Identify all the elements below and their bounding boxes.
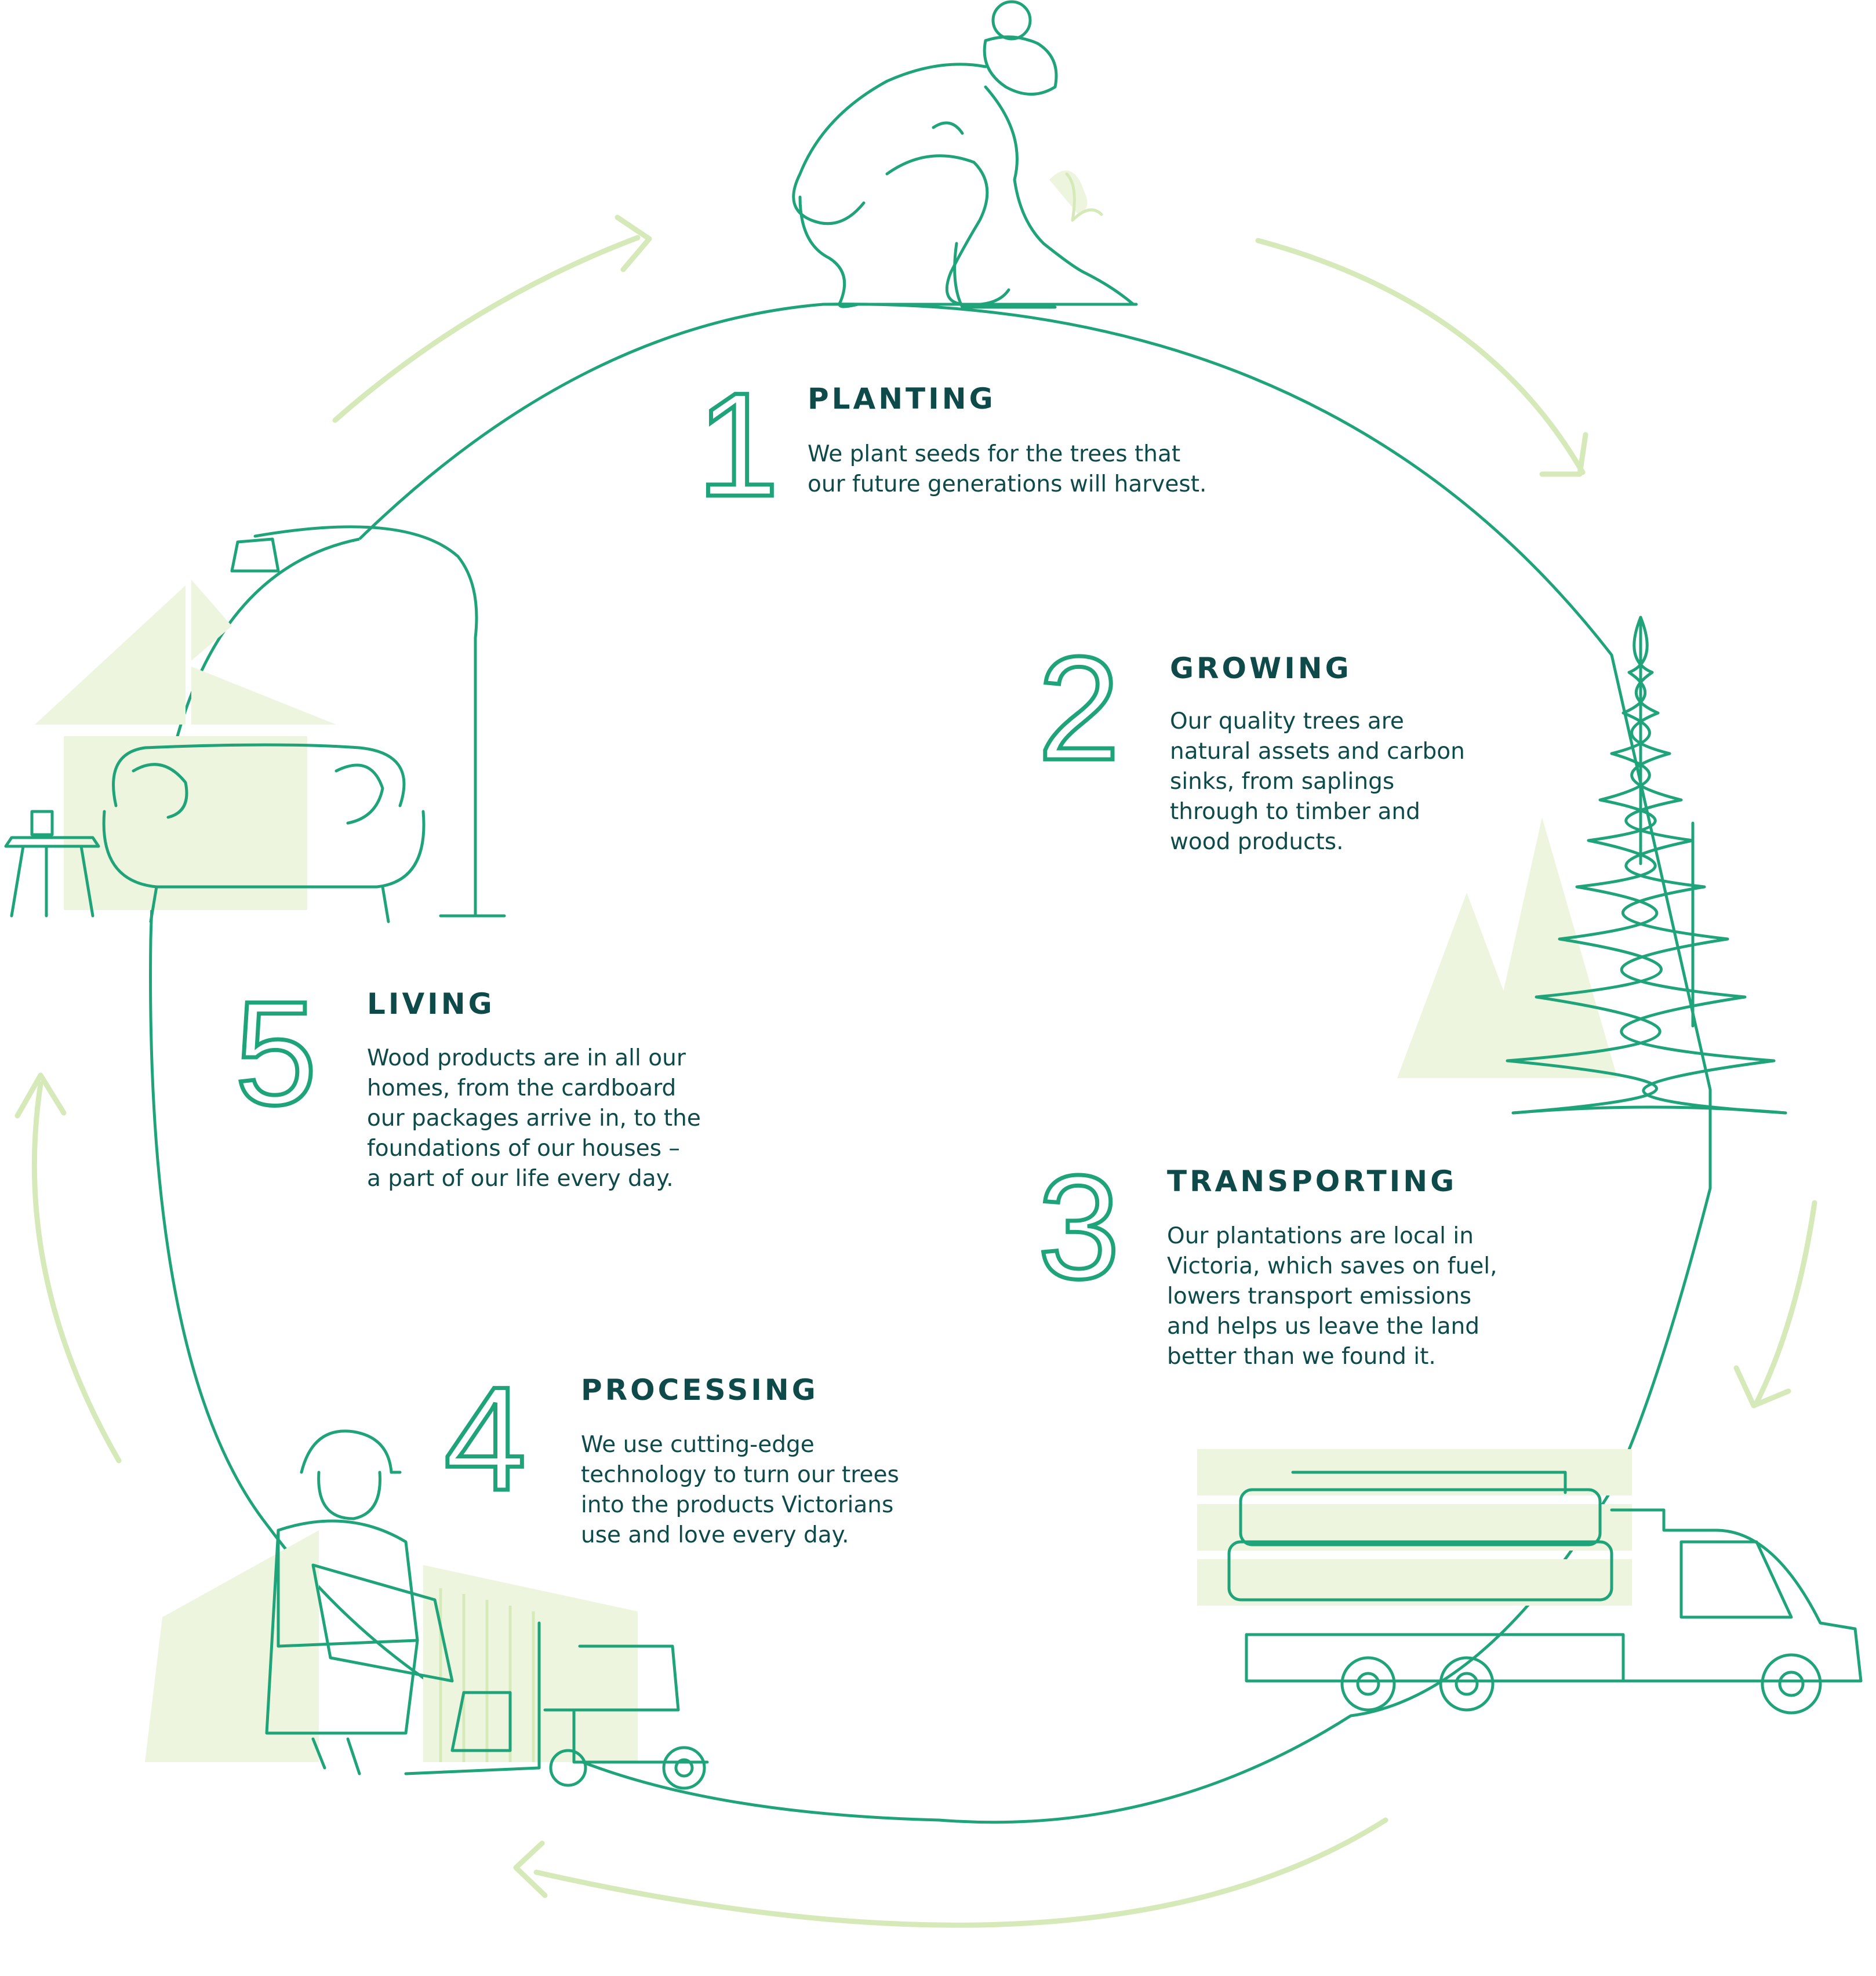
step-3-title: TRANSPORTING (1167, 1165, 1457, 1198)
step-5-line: Wood products are in all our (367, 1045, 686, 1071)
step-4-title: PROCESSING (581, 1373, 819, 1407)
arrow-top-left (332, 235, 641, 423)
step-3-line: and helps us leave the land (1167, 1313, 1480, 1340)
step-3-line: Our plantations are local in (1167, 1223, 1474, 1249)
step-2-line: wood products. (1170, 829, 1344, 855)
step-1-line: We plant seeds for the trees that (808, 441, 1181, 467)
step-1-title: PLANTING (808, 382, 996, 416)
step-5-description: Wood products are in all our homes, from… (367, 1043, 701, 1194)
step-4-description: We use cutting-edge technology to turn o… (581, 1430, 899, 1551)
planting-person-icon (792, 0, 1138, 309)
worker-forklift-icon (145, 1429, 709, 1790)
step-3-line: lowers transport emissions (1167, 1283, 1472, 1309)
step-4-line: We use cutting-edge (581, 1432, 815, 1458)
step-5-line: our packages arrive in, to the (367, 1105, 701, 1131)
step-4-line: technology to turn our trees (581, 1462, 899, 1488)
step-3-line: Victoria, which saves on fuel, (1167, 1253, 1497, 1279)
step-2-line: through to timber and (1170, 799, 1420, 825)
step-4-number: 4 (442, 1356, 529, 1522)
step-3-number: 3 (1036, 1145, 1122, 1310)
step-5-title: LIVING (367, 987, 495, 1021)
tree-icon (1397, 616, 1787, 1115)
step-2-line: natural assets and carbon (1170, 738, 1465, 765)
step-1-description: We plant seeds for the trees that our fu… (808, 439, 1206, 500)
step-1-number: 1 (695, 362, 781, 527)
process-ring (149, 303, 1712, 1824)
step-2-description: Our quality trees are natural assets and… (1170, 707, 1465, 857)
arrow-top-right (1255, 238, 1586, 475)
living-room-icon (4, 525, 506, 923)
arrow-top-left-head (615, 214, 652, 272)
cycle-arrows (14, 214, 1817, 1928)
step-5-line: a part of our life every day. (367, 1166, 674, 1192)
arrow-bottom (533, 1817, 1388, 1928)
step-1-line: our future generations will harvest. (808, 471, 1207, 497)
step-2-title: GROWING (1170, 652, 1352, 685)
arrow-bottom-head (513, 1840, 548, 1898)
step-2-number: 2 (1036, 626, 1122, 791)
step-4-line: use and love every day. (581, 1522, 849, 1548)
step-5-line: homes, from the cardboard (367, 1075, 677, 1101)
arrow-left (31, 1081, 122, 1464)
step-2-line: sinks, from saplings (1170, 769, 1395, 795)
step-3-line: better than we found it. (1167, 1344, 1436, 1370)
step-4-line: into the products Victorians (581, 1492, 894, 1518)
arrow-right-head (1733, 1365, 1791, 1409)
arrow-left-head (14, 1072, 67, 1119)
step-2-line: Our quality trees are (1170, 708, 1404, 734)
arrow-right (1754, 1200, 1817, 1406)
arrow-top-right-head (1539, 432, 1588, 477)
step-3-description: Our plantations are local in Victoria, w… (1167, 1221, 1497, 1372)
step-5-number: 5 (233, 971, 319, 1136)
log-truck-icon (1197, 1449, 1863, 1715)
step-5-line: foundations of our houses – (367, 1136, 680, 1162)
